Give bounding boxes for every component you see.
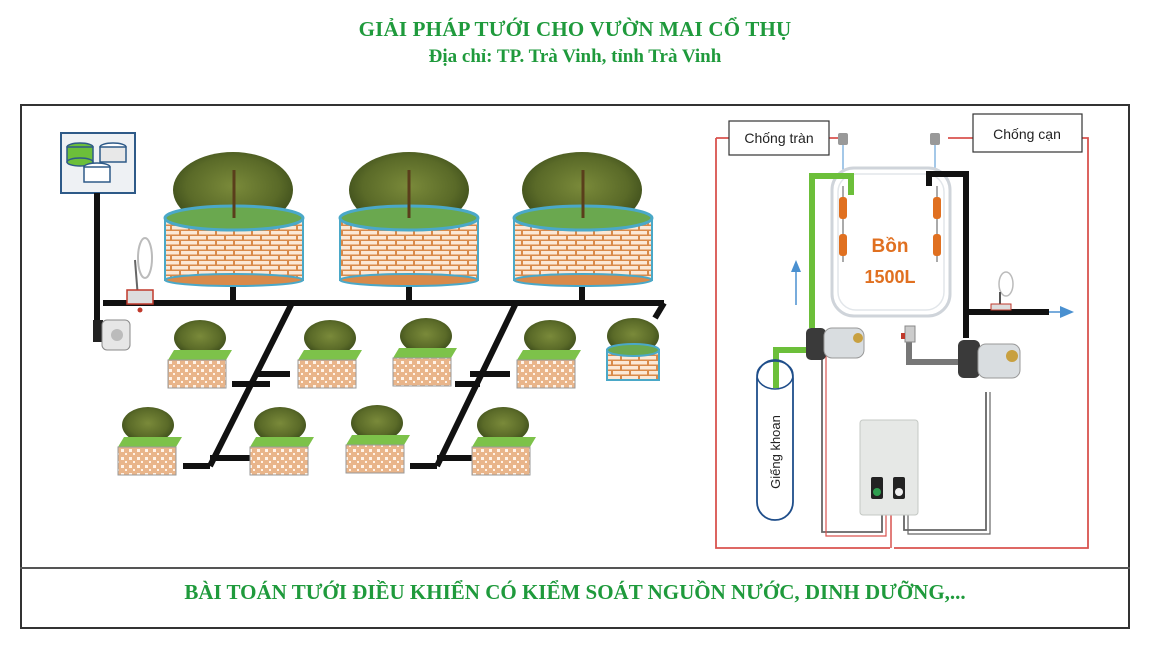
- valve-icon: [126, 237, 154, 313]
- pump-icon: [806, 327, 865, 360]
- small-planter: [167, 320, 232, 389]
- overflow-sensor-label: Chống tràn: [744, 130, 813, 146]
- small-planter: [297, 320, 362, 389]
- small-planter: [516, 320, 581, 389]
- page-title: GIẢI PHÁP TƯỚI CHO VƯỜN MAI CỔ THỤ: [358, 17, 792, 41]
- tank-cluster-icon: [60, 132, 136, 194]
- footer-divider: [20, 567, 1130, 569]
- control-box-icon: [859, 419, 919, 516]
- tank-capacity: 1500L: [864, 267, 915, 287]
- large-planter: [338, 152, 480, 287]
- address-subtitle: Địa chỉ: TP. Trà Vinh, tỉnh Trà Vinh: [428, 46, 722, 67]
- well-label: Giếng khoan: [768, 415, 783, 489]
- control-schematic: [715, 133, 1089, 549]
- large-planter: [163, 152, 305, 287]
- small-planter: [392, 318, 457, 387]
- small-planter: [117, 407, 182, 476]
- dryrun-sensor-label: Chống cạn: [993, 126, 1061, 142]
- small-planter: [471, 407, 536, 476]
- small-round-planter: [606, 318, 660, 381]
- small-planter: [249, 407, 314, 476]
- well-icon: [756, 359, 794, 521]
- small-planter: [345, 405, 410, 474]
- footer-caption: BÀI TOÁN TƯỚI ĐIỀU KHIỂN CÓ KIỂM SOÁT NG…: [184, 580, 966, 604]
- pump-icon: [93, 319, 131, 351]
- pump-icon: [958, 340, 1021, 379]
- large-planter: [512, 152, 654, 287]
- tank-label: Bồn: [872, 236, 909, 257]
- diagram-frame: [20, 104, 1130, 629]
- overflow-sensor-box: [728, 120, 830, 156]
- main-pipe-network: [94, 193, 667, 469]
- dryrun-sensor-box: [972, 113, 1083, 153]
